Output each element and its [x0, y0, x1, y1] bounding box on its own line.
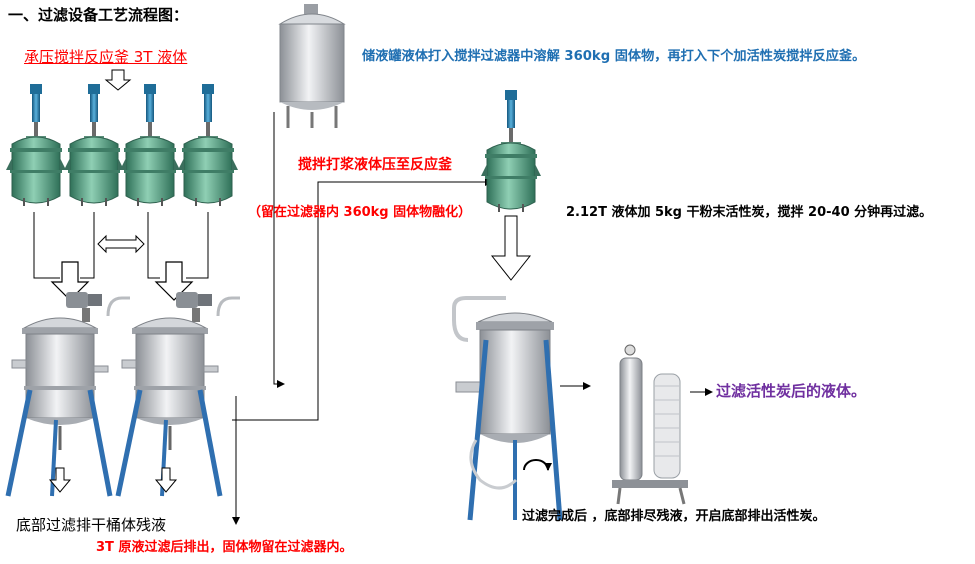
carbon-step-note: 2.12T 液体加 5kg 干粉末活性炭，搅拌 20-40 分钟再过滤。 — [566, 205, 933, 220]
carbon-bag-filter — [452, 296, 563, 521]
filter-outflow-lines — [232, 178, 493, 525]
solid-melt-note: （留在过滤器内 360kg 固体物融化） — [248, 205, 472, 220]
page-title: 一、过滤设备工艺流程图： — [8, 6, 189, 24]
bag-filter-1 — [8, 292, 130, 496]
input-arrow — [104, 69, 132, 91]
bag-filter-2 — [118, 292, 240, 496]
rotate-arrow-icon — [523, 459, 552, 471]
slurry-to-reactor-label: 搅拌打浆液体压至反应釜 — [298, 157, 452, 173]
carbon-reactor — [480, 89, 542, 213]
raw-discharge-note: 3T 原液过滤后排出，固体物留在过滤器内。 — [96, 540, 353, 555]
source-reactor-3 — [119, 83, 181, 207]
drain-arrows — [48, 467, 178, 493]
source-reactor-label: 承压搅拌反应釜 3T 液体 — [24, 48, 188, 66]
source-reactor-4 — [177, 83, 239, 207]
carbon-filtered-output-label: 过滤活性炭后的液体。 — [716, 382, 867, 400]
source-reactor-2 — [63, 83, 125, 207]
storage-tank — [278, 4, 346, 128]
filter-complete-note: 过滤完成后 ，底部排尽残液，开启底部排出活性炭。 — [522, 509, 826, 524]
cartridge-filter — [612, 344, 688, 505]
reactor-down-arrow — [490, 215, 532, 281]
source-reactor-1 — [5, 83, 67, 207]
tank-feed-line — [273, 112, 285, 388]
storage-tank-note: 储液罐液体打入搅拌过滤器中溶解 360kg 固体物，再打入下个加活性炭搅拌反应釜… — [362, 49, 866, 64]
double-arrow-between — [97, 234, 145, 254]
reactor-to-filter-lines — [33, 212, 209, 279]
bottom-drain-label: 底部过滤排干桶体残液 — [16, 516, 167, 534]
